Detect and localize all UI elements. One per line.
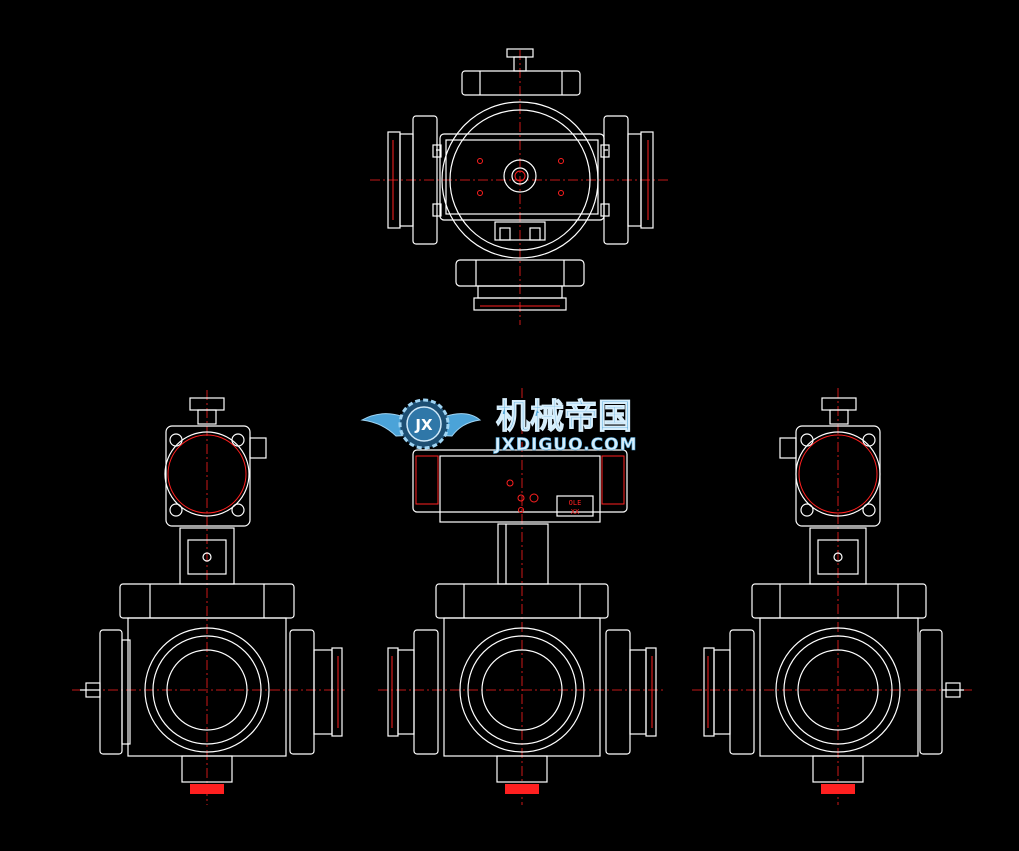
nameplate-frame [556, 495, 594, 517]
top-view [370, 48, 670, 325]
center-front-view [378, 388, 665, 805]
nameplate-line1: OLE [569, 499, 582, 507]
nameplate: OLE XX [569, 499, 582, 516]
logo-badge-text: JX [414, 416, 433, 434]
left-side-view [72, 390, 345, 805]
nameplate-line2: XX [571, 508, 580, 516]
watermark-title: 机械帝国 [496, 397, 632, 437]
right-side-view [692, 388, 975, 805]
watermark-url: JXDIGUO.COM [493, 435, 637, 455]
watermark-logo: JX 机械帝国 JXDIGUO.COM [360, 397, 637, 455]
